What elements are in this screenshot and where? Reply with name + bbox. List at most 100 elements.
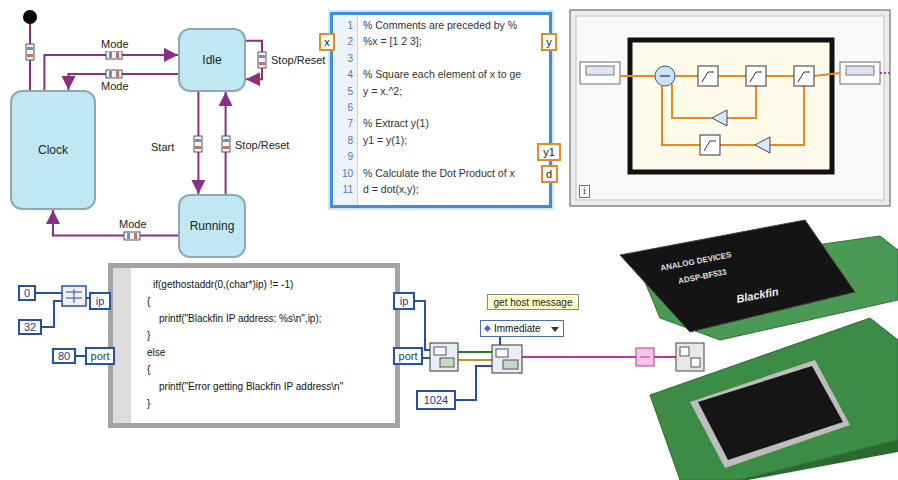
numeric-constant: 80 <box>52 348 76 364</box>
string-wire <box>654 356 676 358</box>
state-box: Running <box>178 194 246 258</box>
icon-detail <box>223 139 229 142</box>
feedback-wire <box>662 86 700 145</box>
gain-block <box>755 137 770 153</box>
feedback-wire <box>727 86 756 118</box>
board-edge <box>680 440 898 480</box>
transition-icon <box>124 232 140 240</box>
tcp-read-icon <box>492 345 522 373</box>
simulation-loop <box>630 40 832 172</box>
code-line: { <box>147 295 150 308</box>
label-text: get host message <box>494 297 573 308</box>
numeric-wire <box>42 301 62 327</box>
transition-label: Mode <box>100 80 130 93</box>
integrator-block <box>698 66 718 86</box>
constant-value: 32 <box>24 321 36 333</box>
code-line: printf("Error getting Blackfin IP addres… <box>159 380 343 393</box>
icon-detail <box>116 71 119 77</box>
initial-state <box>23 10 37 24</box>
icon-detail <box>434 347 446 355</box>
terminal-name: y <box>546 36 552 48</box>
constant-value: 1024 <box>424 394 448 406</box>
terminal-name: port <box>399 350 418 362</box>
code-line: { <box>147 363 150 376</box>
numeric-wire <box>76 355 85 357</box>
constant-value: 80 <box>58 350 70 362</box>
transition-label: Mode <box>118 218 148 231</box>
signal-wire <box>814 73 840 76</box>
gain-block <box>712 110 727 126</box>
terminal-name: port <box>91 350 110 362</box>
panel-frame <box>570 10 890 206</box>
feedback-wire <box>720 144 755 146</box>
output-terminal-icon <box>840 62 880 84</box>
constant-value: 0 <box>24 287 30 299</box>
state-name: Clock <box>38 143 68 157</box>
numeric-wire <box>456 366 492 400</box>
input-terminal: x <box>319 33 335 51</box>
integrator-block <box>700 135 720 155</box>
output-terminal: port <box>393 347 423 365</box>
transition-label: Mode <box>100 38 130 51</box>
line-number: 2 <box>335 35 353 48</box>
transition-wire <box>53 210 178 236</box>
output-terminal: y1 <box>537 143 561 161</box>
signal-wire <box>766 75 794 77</box>
script-node: % Comments are preceded by %%x = [1 2 3]… <box>330 12 552 208</box>
icon-detail <box>116 52 119 58</box>
terminal-name: ip <box>400 295 409 307</box>
summing-junction <box>655 66 675 86</box>
code-line: % Comments are preceded by % <box>363 19 517 32</box>
code-line: } <box>147 329 150 342</box>
c-script-node: if(gethostaddr(0,(char*)ip) != -1){print… <box>108 263 400 428</box>
numeric-constant: 32 <box>18 319 42 335</box>
transition-label: Stop/Reset <box>234 139 290 152</box>
qfp-chip <box>698 366 843 460</box>
transition-icon <box>106 70 122 78</box>
terminal-name: d <box>546 168 552 180</box>
numeric-wire <box>415 301 430 350</box>
line-number: 1 <box>335 19 353 32</box>
transition-label: Start <box>150 141 175 154</box>
terminal-name: x <box>324 36 330 48</box>
icon-detail <box>223 146 229 149</box>
block-glyph <box>750 72 762 82</box>
icon-detail <box>127 233 130 239</box>
icon-detail <box>503 360 518 369</box>
icon-detail <box>259 62 265 65</box>
integrator-block <box>794 66 814 86</box>
icon-detail <box>846 66 874 75</box>
code-line: } <box>147 397 150 410</box>
line-number: 5 <box>335 85 353 98</box>
transition-icon <box>26 44 34 60</box>
line-number: 4 <box>335 68 353 81</box>
signal-wire <box>880 72 890 74</box>
icon-detail <box>134 233 137 239</box>
icon-detail <box>586 66 614 75</box>
icon-detail <box>691 358 700 367</box>
state-box: Clock <box>10 90 96 210</box>
function-icon <box>676 343 704 371</box>
output-terminal: ip <box>393 292 415 310</box>
line-number: 9 <box>335 150 353 163</box>
input-terminal: ip <box>89 292 111 310</box>
icon-detail <box>195 139 201 142</box>
icon-detail <box>640 357 650 358</box>
enum-wire <box>499 337 501 345</box>
icon-detail <box>109 52 112 58</box>
numeric-wire <box>423 357 430 359</box>
state-box: Idle <box>178 28 246 92</box>
ring-value: Immediate <box>494 323 541 334</box>
line-number: 6 <box>335 101 353 114</box>
state-name: Running <box>190 219 235 233</box>
line-number: 10 <box>335 167 353 180</box>
feedback-wire <box>672 84 712 118</box>
transition-icon <box>106 51 122 59</box>
numeric-constant: 0 <box>18 285 36 301</box>
signal-wire <box>675 75 698 77</box>
output-terminal: y <box>541 33 557 51</box>
transition-icon <box>194 136 202 152</box>
circuit-board <box>650 318 898 480</box>
icon-detail <box>680 347 689 356</box>
icon-detail <box>496 349 508 357</box>
